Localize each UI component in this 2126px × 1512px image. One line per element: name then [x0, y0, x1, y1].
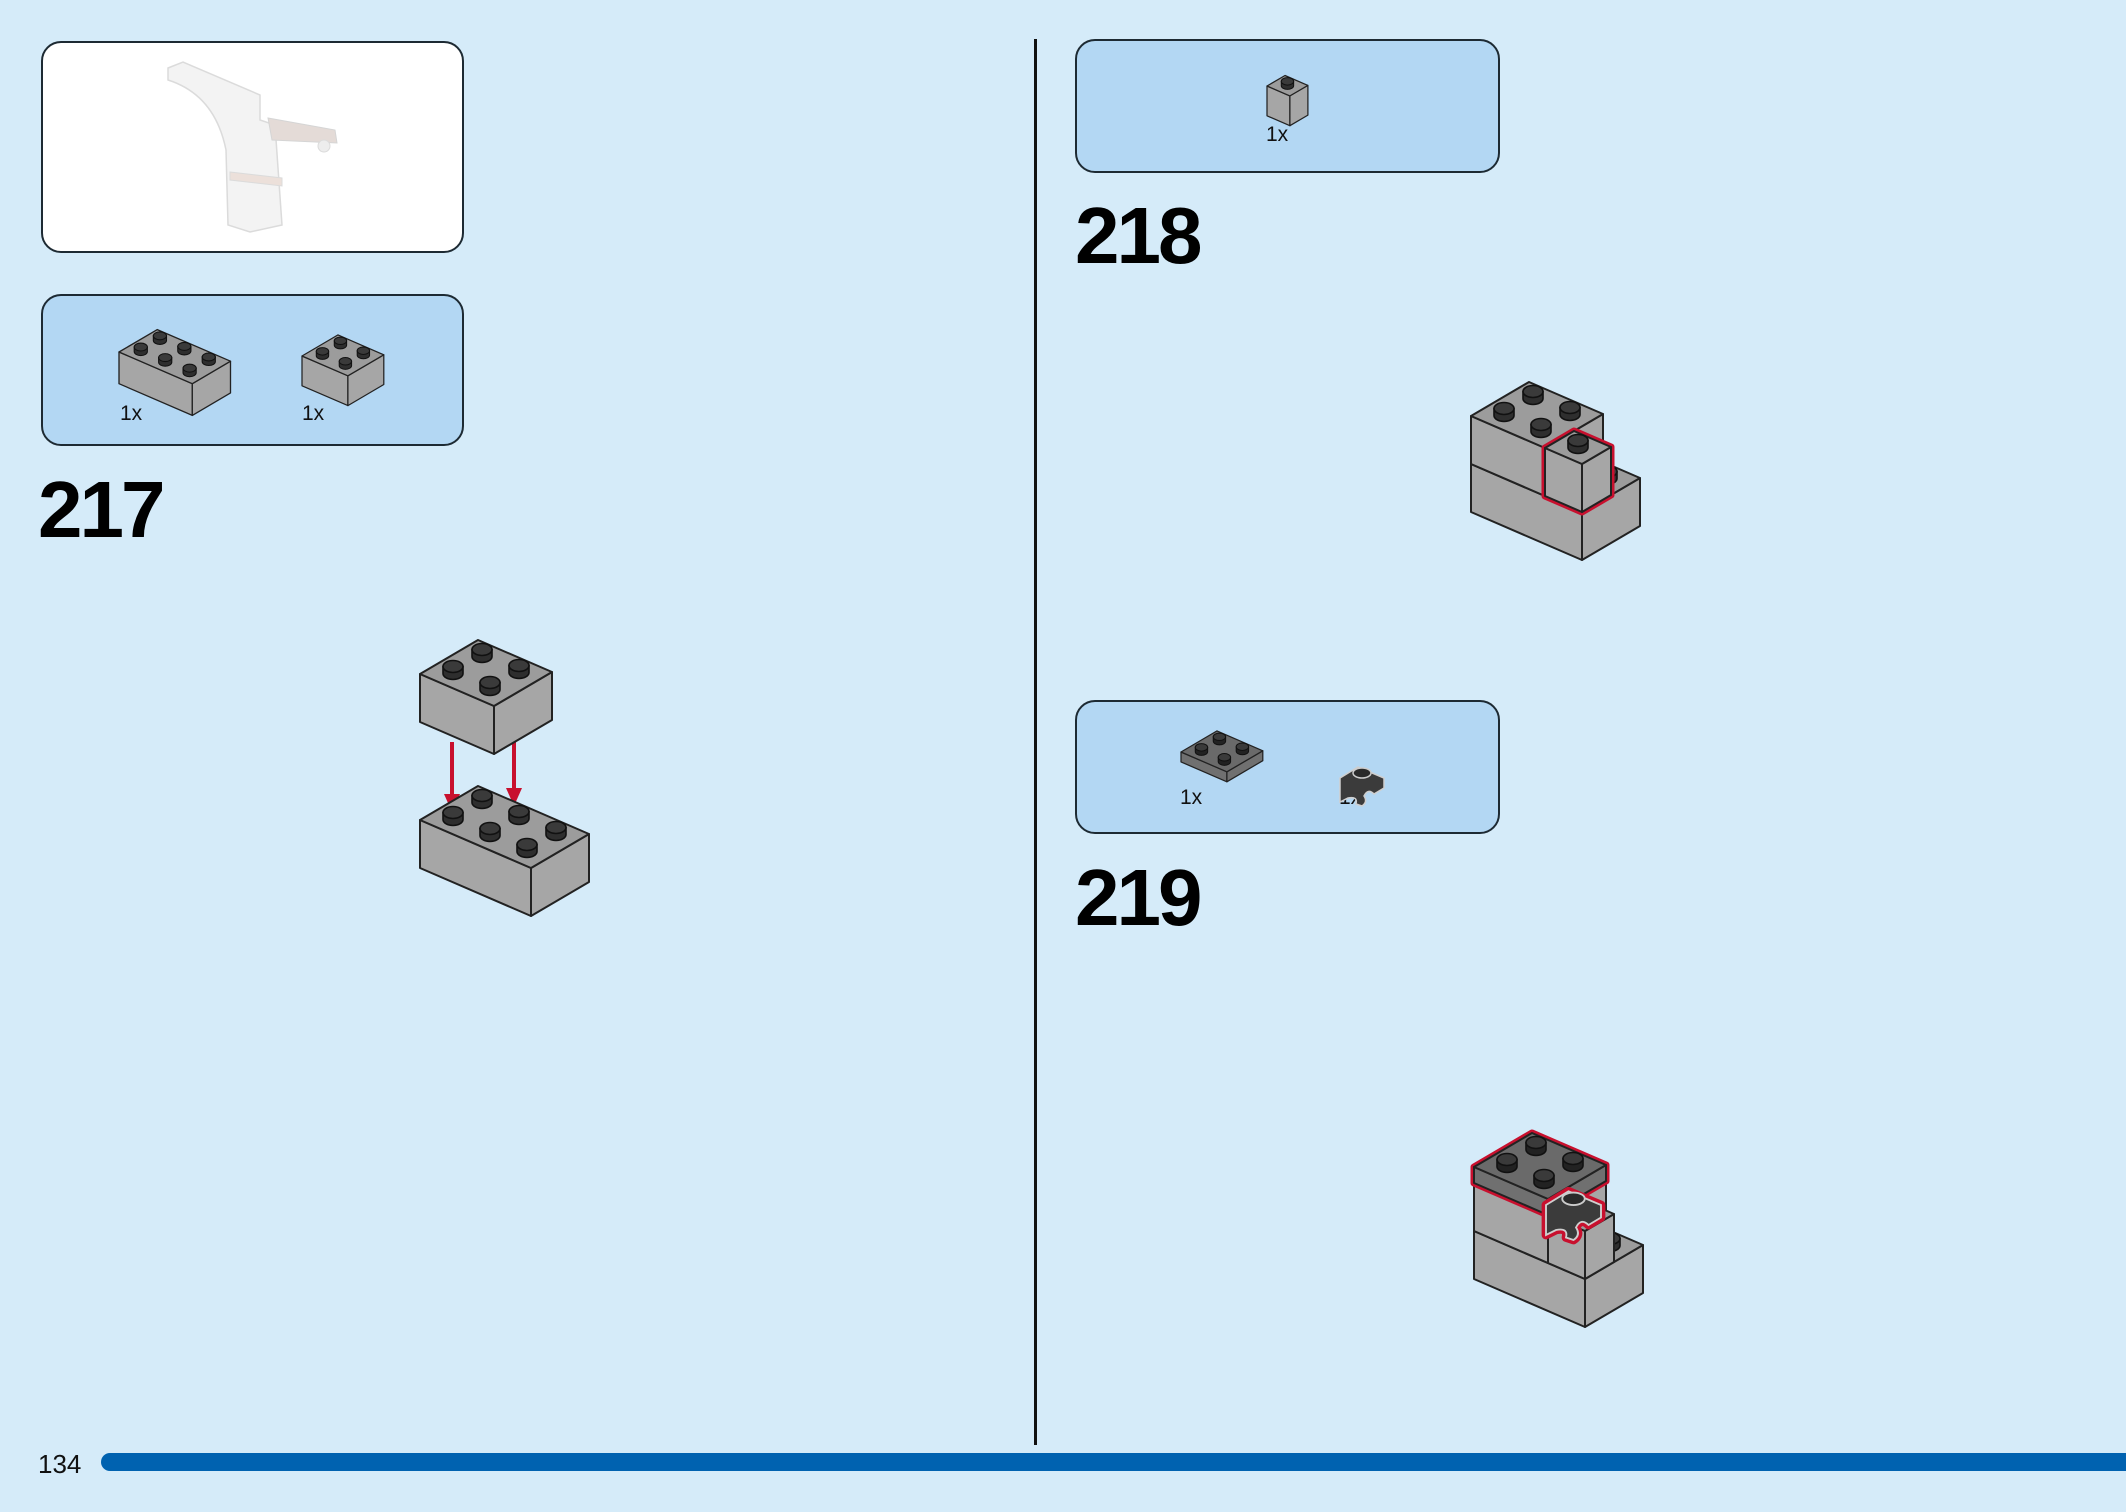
- stud: [1530, 417, 1552, 439]
- brick-left-face: [1547, 1214, 1586, 1280]
- parts-list-box-step-218: [1075, 39, 1500, 173]
- page-accent-bar: [101, 1453, 2126, 1471]
- arrow-head: [506, 788, 522, 806]
- stud: [1596, 464, 1618, 486]
- stud: [516, 837, 538, 859]
- stud: [442, 659, 464, 681]
- stud: [471, 642, 493, 664]
- submodel-preview-box: [41, 41, 464, 253]
- brick-right-face: [1584, 1244, 1644, 1328]
- highlight-outline: [1541, 427, 1615, 516]
- brick-right-face: [1581, 477, 1641, 561]
- model-219-bottom-brick-2x3: [1473, 1196, 1644, 1328]
- brick-right-face: [530, 833, 590, 917]
- stud: [508, 804, 530, 826]
- brick-right-face: [1544, 413, 1604, 497]
- stud: [1567, 481, 1589, 503]
- page-number: 134: [38, 1449, 82, 1479]
- stud: [471, 788, 493, 810]
- model-219-top-brick-2x2: [1473, 1148, 1607, 1264]
- stud: [1533, 1184, 1555, 1206]
- brick-left-face: [1473, 1230, 1586, 1328]
- stud: [508, 658, 530, 680]
- stud: [1496, 1152, 1518, 1174]
- brick-right-face: [1547, 1180, 1607, 1264]
- brick-left-face: [1473, 1182, 1549, 1264]
- model-219-new-plate-2x2: [1470, 1129, 1610, 1219]
- brick-top-face: [1473, 1148, 1607, 1216]
- stud: [1493, 401, 1515, 423]
- model-219-new-plate-clip: [1541, 1186, 1606, 1245]
- stud: [1559, 400, 1581, 422]
- step-number: 217: [38, 465, 165, 554]
- brick-left-face: [419, 673, 495, 755]
- brick-top-face: [1470, 381, 1604, 449]
- parts-list-box-step-219: [1075, 700, 1500, 834]
- brick-top-face: [1544, 430, 1612, 465]
- stud: [1562, 1151, 1584, 1173]
- stud: [1599, 1231, 1621, 1253]
- stud: [1496, 1168, 1518, 1190]
- arrow-head: [444, 794, 460, 812]
- brick-left-face: [1470, 463, 1583, 561]
- stud: [1562, 1215, 1584, 1237]
- brick-left-face: [1470, 415, 1546, 497]
- model-217-top-brick-2x2: [419, 639, 553, 755]
- stud: [1493, 449, 1515, 471]
- brick-top-face: [1473, 1132, 1607, 1200]
- brick-right-face: [1547, 1164, 1607, 1216]
- model-219-under-brick-1x1: [1547, 1197, 1615, 1280]
- stud: [1530, 465, 1552, 487]
- brick-left-face: [1544, 447, 1583, 513]
- brick-right-face: [1584, 1213, 1615, 1280]
- stud: [442, 805, 464, 827]
- stud: [1559, 448, 1581, 470]
- stud: [1525, 1199, 1547, 1221]
- parts-list-box-step-217: [41, 294, 464, 446]
- stud: [1525, 1135, 1547, 1157]
- stud: [1522, 384, 1544, 406]
- stud: [1522, 432, 1544, 454]
- part-quantity: 1x: [302, 402, 325, 425]
- stud: [1533, 1232, 1555, 1254]
- stud: [1561, 1191, 1586, 1206]
- brick-top-face: [419, 639, 553, 707]
- brick-right-face: [1581, 446, 1612, 513]
- part-quantity: 1x: [120, 402, 143, 425]
- stud: [1533, 1168, 1555, 1190]
- clip-body: [1545, 1190, 1602, 1242]
- placement-arrows: [444, 742, 522, 812]
- stud: [1562, 1167, 1584, 1189]
- highlight-outline: [1541, 1186, 1606, 1245]
- part-quantity: 1x: [1180, 786, 1203, 809]
- brick-top-face: [1470, 429, 1641, 513]
- model-218-top-brick-2x2: [1470, 381, 1604, 497]
- stud: [1525, 1151, 1547, 1173]
- brick-left-face: [419, 819, 532, 917]
- brick-top-face: [1547, 1197, 1615, 1232]
- stud: [479, 821, 501, 843]
- stud: [1567, 433, 1589, 455]
- model-218-bottom-brick-2x3: [1470, 429, 1641, 561]
- brick-top-face: [1473, 1196, 1644, 1280]
- model-217-bottom-brick-2x3: [419, 785, 590, 917]
- stud: [479, 675, 501, 697]
- stud: [1496, 1216, 1518, 1238]
- part-quantity: 1x: [1266, 123, 1289, 146]
- step-number: 219: [1075, 853, 1202, 942]
- page-divider: [1034, 39, 1037, 1445]
- step-number: 218: [1075, 191, 1202, 280]
- brick-right-face: [493, 671, 553, 755]
- model-218-new-brick-1x1: [1541, 427, 1615, 516]
- part-quantity: 1x: [1339, 786, 1362, 809]
- stud: [545, 820, 567, 842]
- brick-top-face: [419, 785, 590, 869]
- brick-left-face: [1473, 1166, 1549, 1216]
- highlight-outline: [1470, 1129, 1610, 1219]
- stud: [1570, 1248, 1592, 1270]
